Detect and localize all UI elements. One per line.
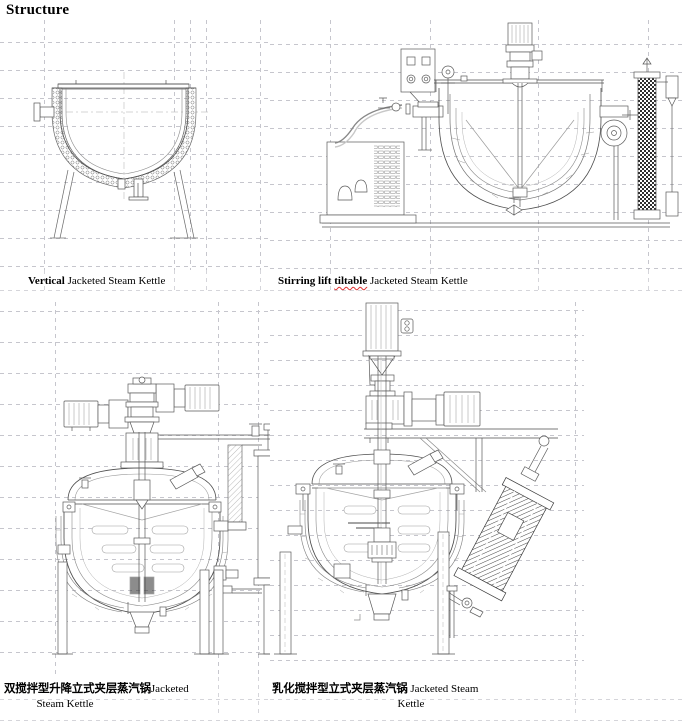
caption-vertical-kettle: Vertical Jacketed Steam Kettle [0,270,270,292]
caption-double-stirring-kettle: 双搅拌型升降立式夹层蒸汽锅Jacketed Steam Kettle [0,677,339,721]
caption-row-bottom: 双搅拌型升降立式夹层蒸汽锅Jacketed Steam Kettle 乳化搅拌型… [0,677,682,721]
figure-cell-emulsifying [270,302,682,677]
figure-row-bottom [0,302,682,677]
caption-double-stirring-rest: Jacketed [150,683,189,695]
caption-stirring-rest: Jacketed Steam Kettle [367,275,468,287]
caption-vertical-bold: Vertical [28,275,65,287]
drawing-emulsifying-stirring-kettle [270,302,584,677]
caption-vertical-rest: Jacketed Steam Kettle [64,275,166,287]
caption-double-stirring-chinese: 双搅拌型升降立式夹层蒸汽锅 [4,681,151,695]
caption-cell-stirring-lift: Stirring lift tiltable Jacketed Steam Ke… [270,270,682,292]
figure-grid: Vertical Jacketed Steam Kettle Stirring … [0,20,682,721]
caption-emulsifying-line2: Kettle [397,698,425,710]
figure-row-spacer [0,292,682,302]
stirring-lift-kettle-svg [319,22,679,228]
drawing-vertical-jacketed-steam-kettle [0,20,270,270]
caption-cell-vertical: Vertical Jacketed Steam Kettle [0,270,270,292]
emulsifying-kettle-svg [274,302,558,655]
caption-cell-emulsifying: 乳化搅拌型立式夹层蒸汽锅 Jacketed Steam Kettle [270,677,682,721]
figure-cell-stirring-lift [270,20,682,270]
caption-stirring-lift-kettle: Stirring lift tiltable Jacketed Steam Ke… [270,270,682,292]
caption-stirring-bold: Stirring lift [278,275,335,287]
figure-cell-vertical [0,20,270,270]
caption-emulsifying-rest: Jacketed Steam [410,683,479,695]
figure-cell-double-stirring [0,302,368,677]
vertical-kettle-svg [33,72,210,239]
caption-emulsifying-chinese: 乳化搅拌型立式夹层蒸汽锅 [272,681,408,695]
figure-row-top [0,20,682,270]
page-title: Structure [6,2,70,18]
drawing-stirring-lift-tiltable-kettle [270,20,682,270]
caption-row-top: Vertical Jacketed Steam Kettle Stirring … [0,270,682,292]
caption-emulsifying-kettle: 乳化搅拌型立式夹层蒸汽锅 Jacketed Steam Kettle [270,677,682,721]
caption-double-stirring-line2: Steam Kettle [36,698,94,710]
caption-stirring-misspelled-word: tiltable [334,275,368,287]
caption-cell-double-stirring: 双搅拌型升降立式夹层蒸汽锅Jacketed Steam Kettle [0,677,339,721]
